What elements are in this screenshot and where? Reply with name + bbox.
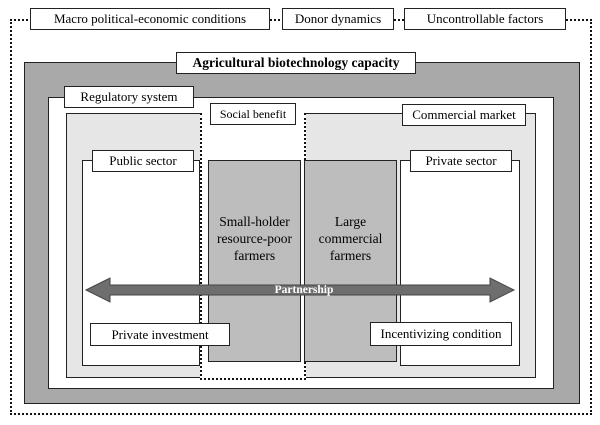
uncontrollable-factors-label: Uncontrollable factors [404, 8, 566, 30]
public-sector-label: Public sector [92, 150, 194, 172]
social-benefit-label: Social benefit [210, 103, 296, 125]
private-sector-label: Private sector [410, 150, 512, 172]
capacity-title: Agricultural biotechnology capacity [176, 52, 416, 74]
smallholder-farmers-box: Small-holder resource-poor farmers [208, 160, 301, 362]
partnership-arrow-shape [84, 277, 516, 303]
partnership-label: Partnership [274, 284, 334, 296]
commercial-market-label: Commercial market [402, 104, 526, 126]
partnership-arrow [84, 277, 516, 303]
regulatory-system-label: Regulatory system [64, 86, 194, 108]
incentivizing-condition-label: Incentivizing condition [370, 322, 512, 346]
donor-dynamics-label: Donor dynamics [282, 8, 394, 30]
macro-conditions-label: Macro political-economic conditions [30, 8, 270, 30]
private-investment-label: Private investment [90, 323, 230, 346]
